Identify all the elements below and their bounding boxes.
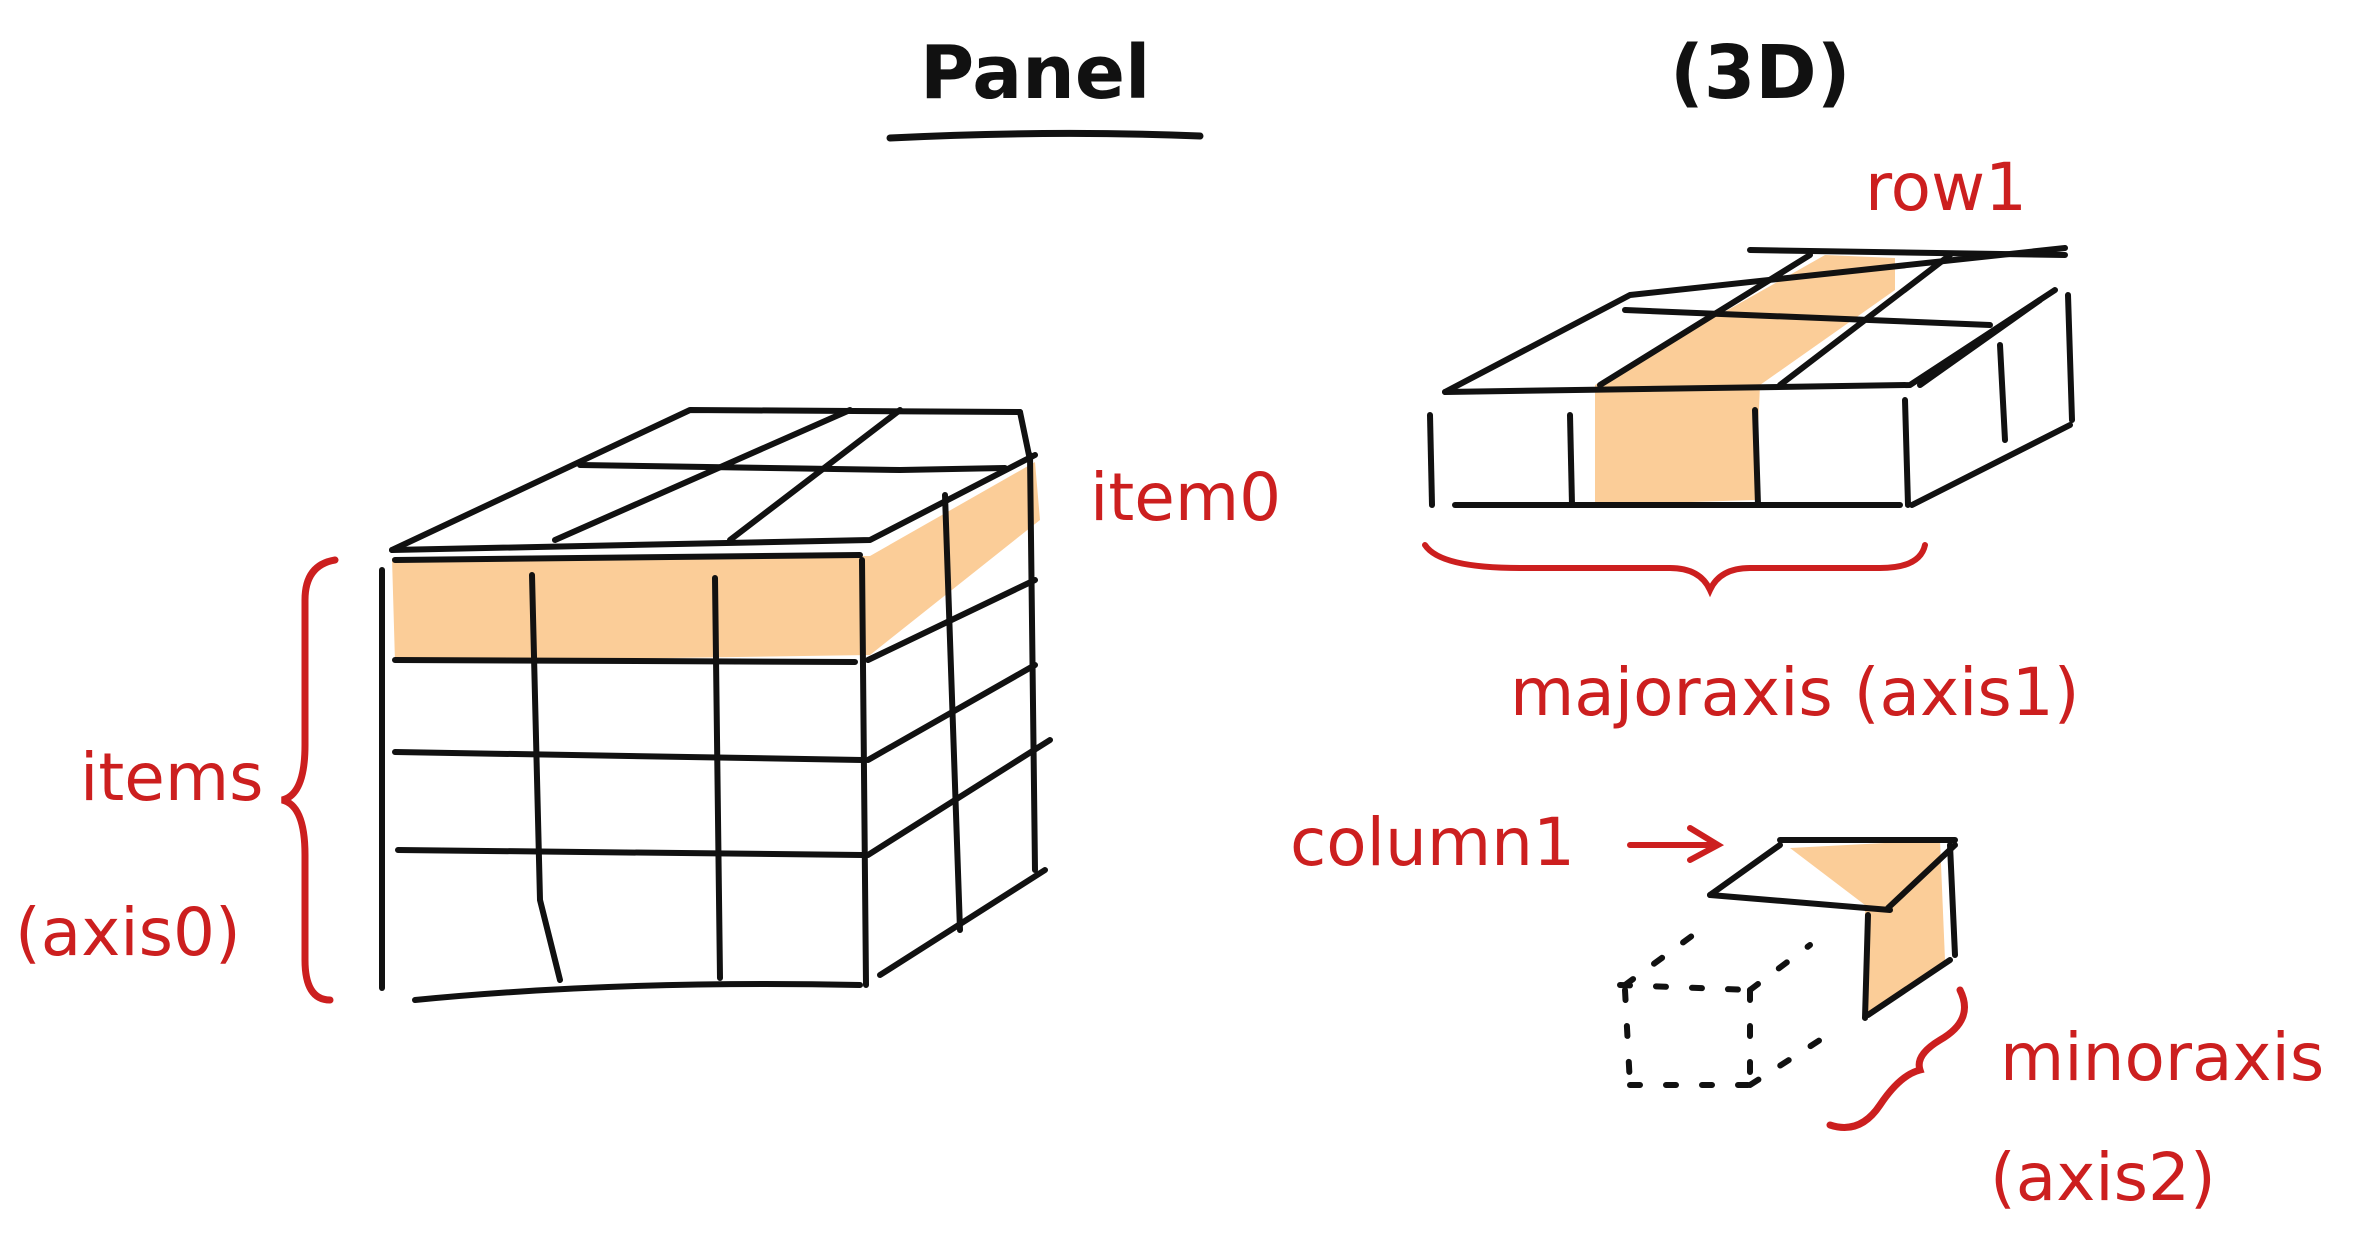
label-column1: column1	[1290, 804, 1575, 881]
column-block	[1617, 837, 1958, 1088]
column1-arrow	[1627, 825, 1725, 863]
label-row1: row1	[1865, 149, 2027, 226]
row-slab	[1427, 245, 2075, 508]
label-axis0: (axis0)	[15, 894, 241, 971]
title-3d: (3D)	[1670, 30, 1851, 116]
label-item0: item0	[1090, 459, 1281, 536]
majoraxis-brace	[1422, 542, 1928, 598]
title-underline	[886, 129, 1204, 142]
label-items: items	[80, 739, 264, 816]
items-brace	[280, 556, 339, 1004]
title-panel: Panel	[920, 30, 1150, 116]
minoraxis-brace	[1826, 986, 1968, 1131]
label-majoraxis: majoraxis (axis1)	[1510, 654, 2080, 731]
label-axis2: (axis2)	[1990, 1139, 2216, 1216]
panel-cube	[379, 407, 1053, 1003]
label-minoraxis: minoraxis	[2000, 1019, 2324, 1096]
item0-highlight	[392, 462, 1040, 662]
